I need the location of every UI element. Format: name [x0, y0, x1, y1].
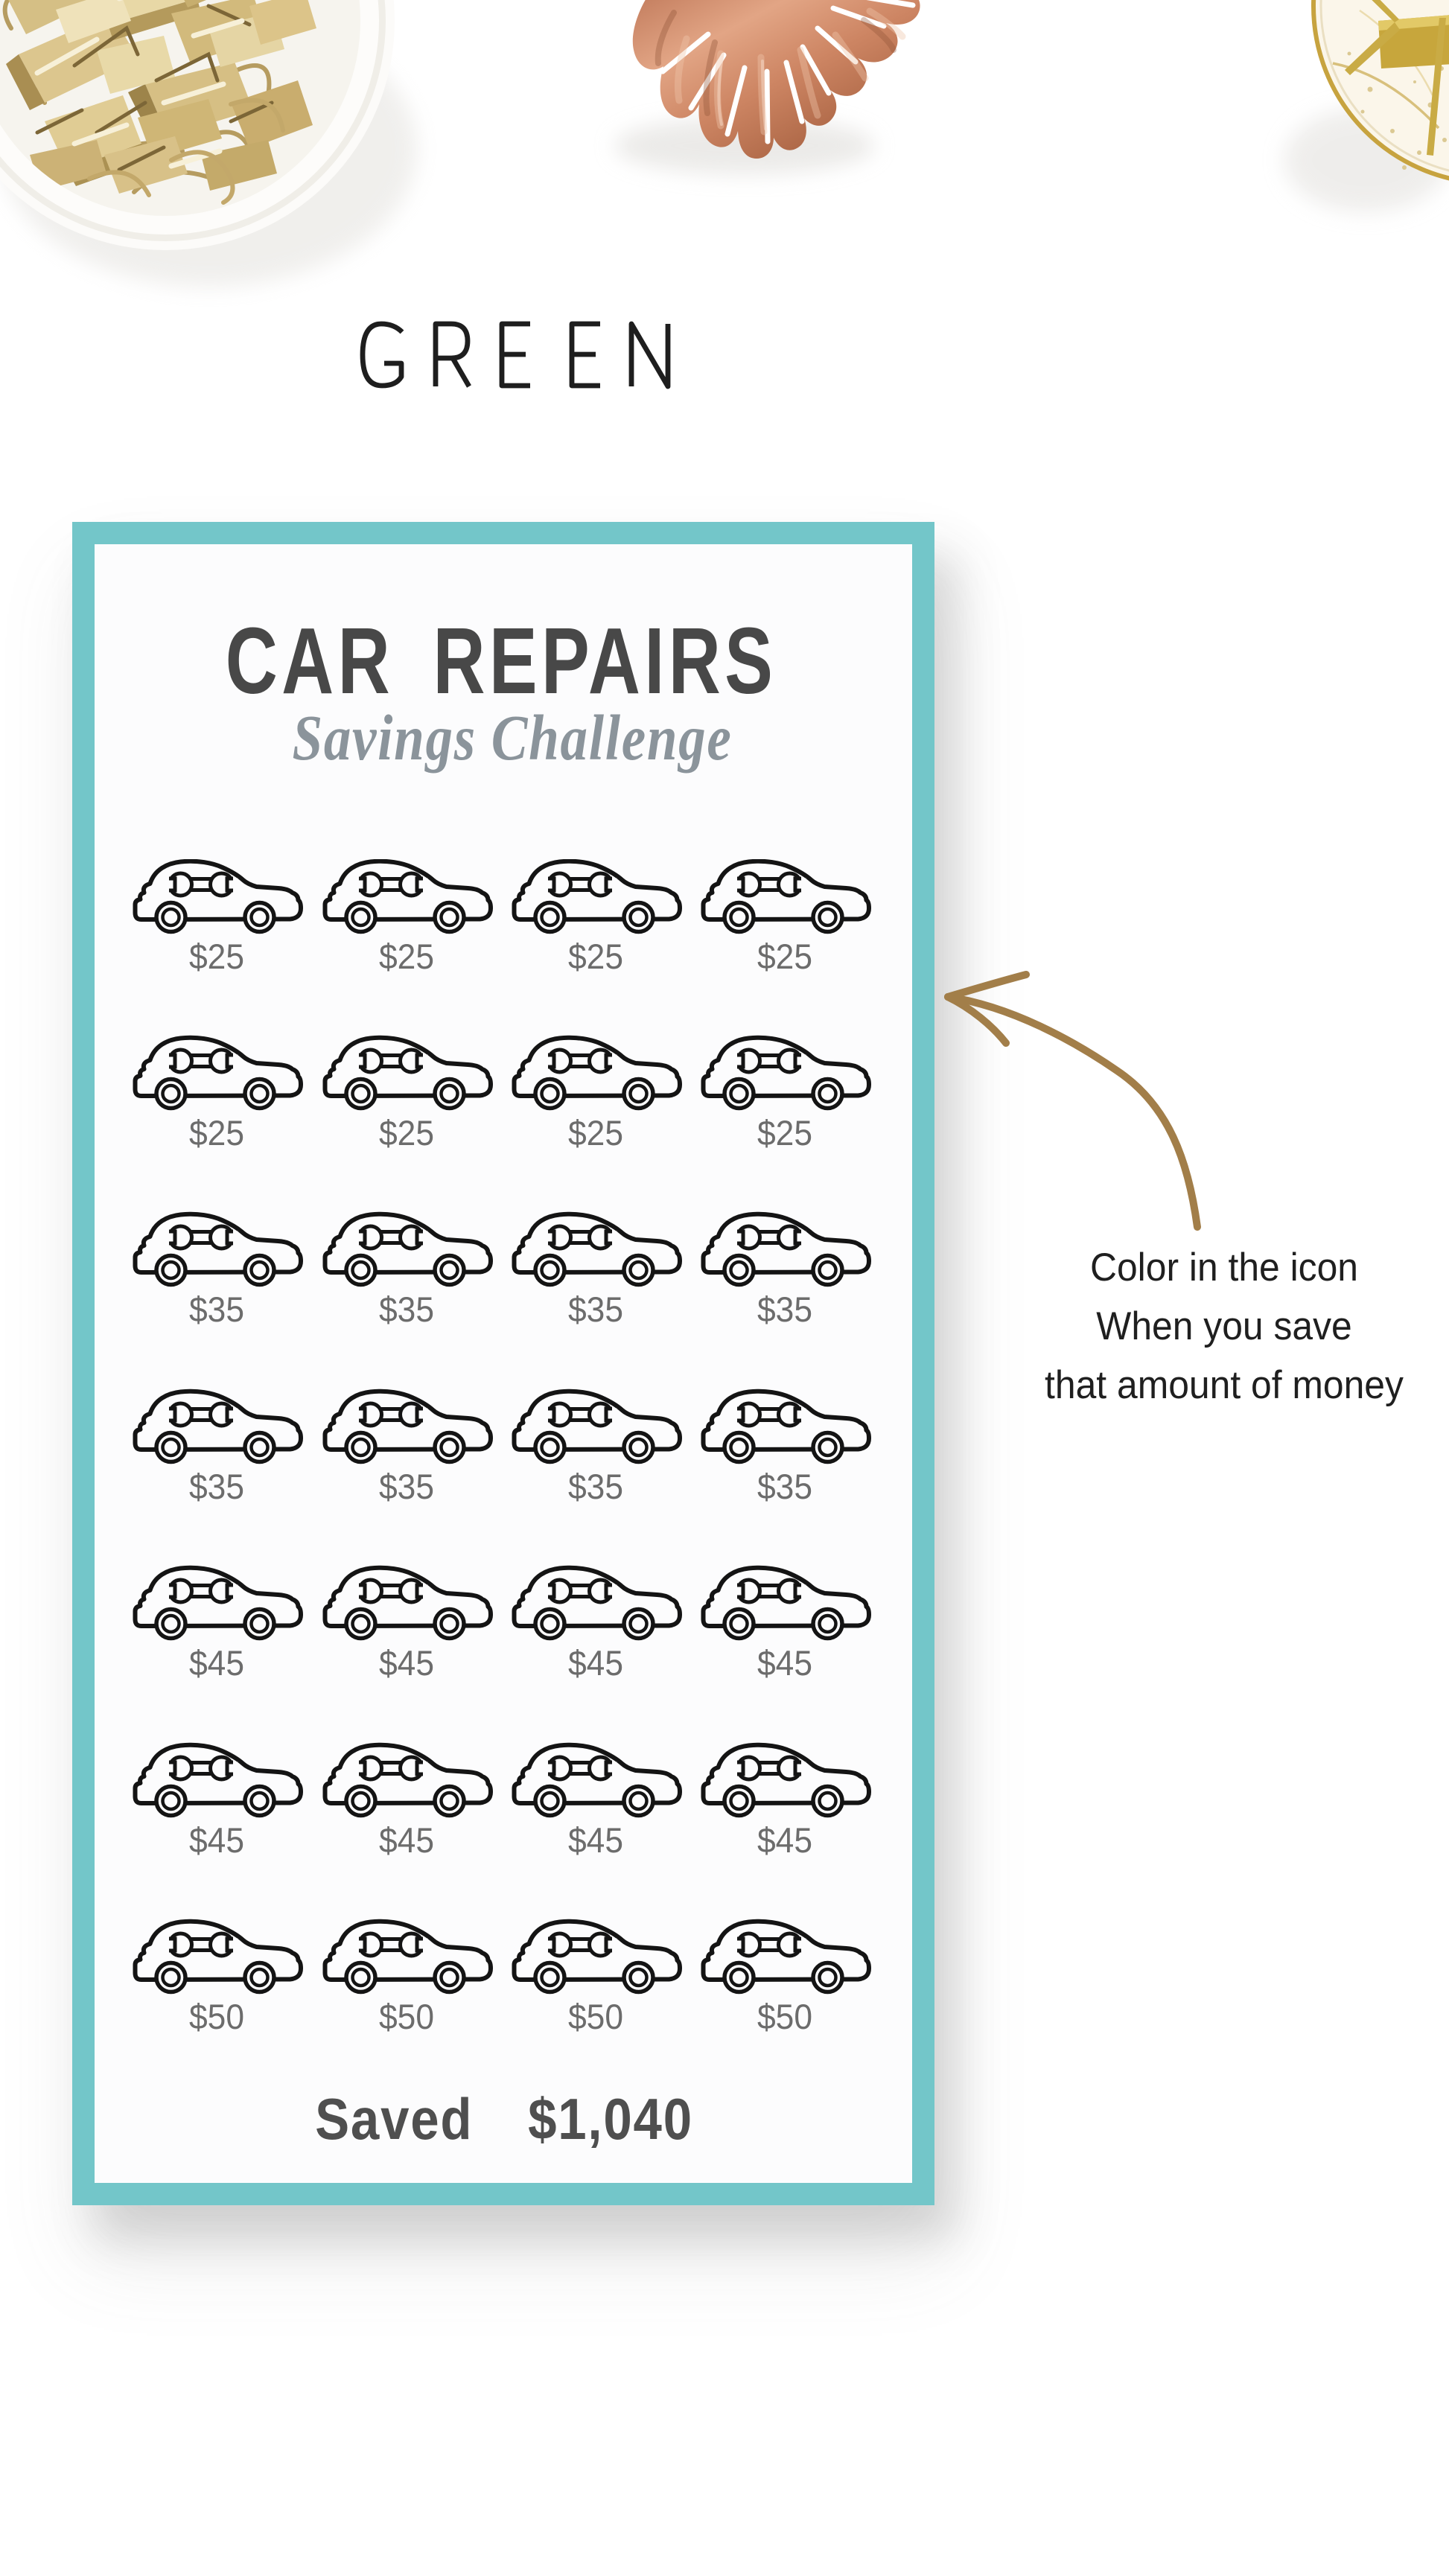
svg-text:$25: $25	[568, 937, 623, 976]
svg-text:$45: $45	[379, 1820, 434, 1860]
svg-text:$35: $35	[189, 1467, 244, 1506]
svg-text:$35: $35	[379, 1289, 434, 1329]
svg-text:$25: $25	[379, 937, 434, 976]
svg-text:$25: $25	[757, 937, 812, 976]
svg-text:$45: $45	[568, 1820, 623, 1860]
svg-text:$35: $35	[757, 1467, 812, 1506]
svg-text:$45: $45	[757, 1643, 812, 1683]
svg-text:$35: $35	[757, 1289, 812, 1329]
svg-text:$50: $50	[568, 1997, 623, 2036]
svg-text:$45: $45	[757, 1820, 812, 1860]
svg-text:$50: $50	[757, 1997, 812, 2036]
svg-text:$25: $25	[379, 1113, 434, 1152]
svg-text:$35: $35	[189, 1289, 244, 1329]
svg-text:$50: $50	[379, 1997, 434, 2036]
svg-text:$45: $45	[189, 1820, 244, 1860]
svg-text:$25: $25	[189, 937, 244, 976]
svg-text:$35: $35	[379, 1467, 434, 1506]
svg-text:$45: $45	[568, 1643, 623, 1683]
svg-text:$25: $25	[757, 1113, 812, 1152]
svg-text:$35: $35	[568, 1467, 623, 1506]
svg-text:$25: $25	[189, 1113, 244, 1152]
svg-text:$45: $45	[189, 1643, 244, 1683]
svg-text:$25: $25	[568, 1113, 623, 1152]
svg-text:$50: $50	[189, 1997, 244, 2036]
svg-text:$45: $45	[379, 1643, 434, 1683]
svg-text:$35: $35	[568, 1289, 623, 1329]
